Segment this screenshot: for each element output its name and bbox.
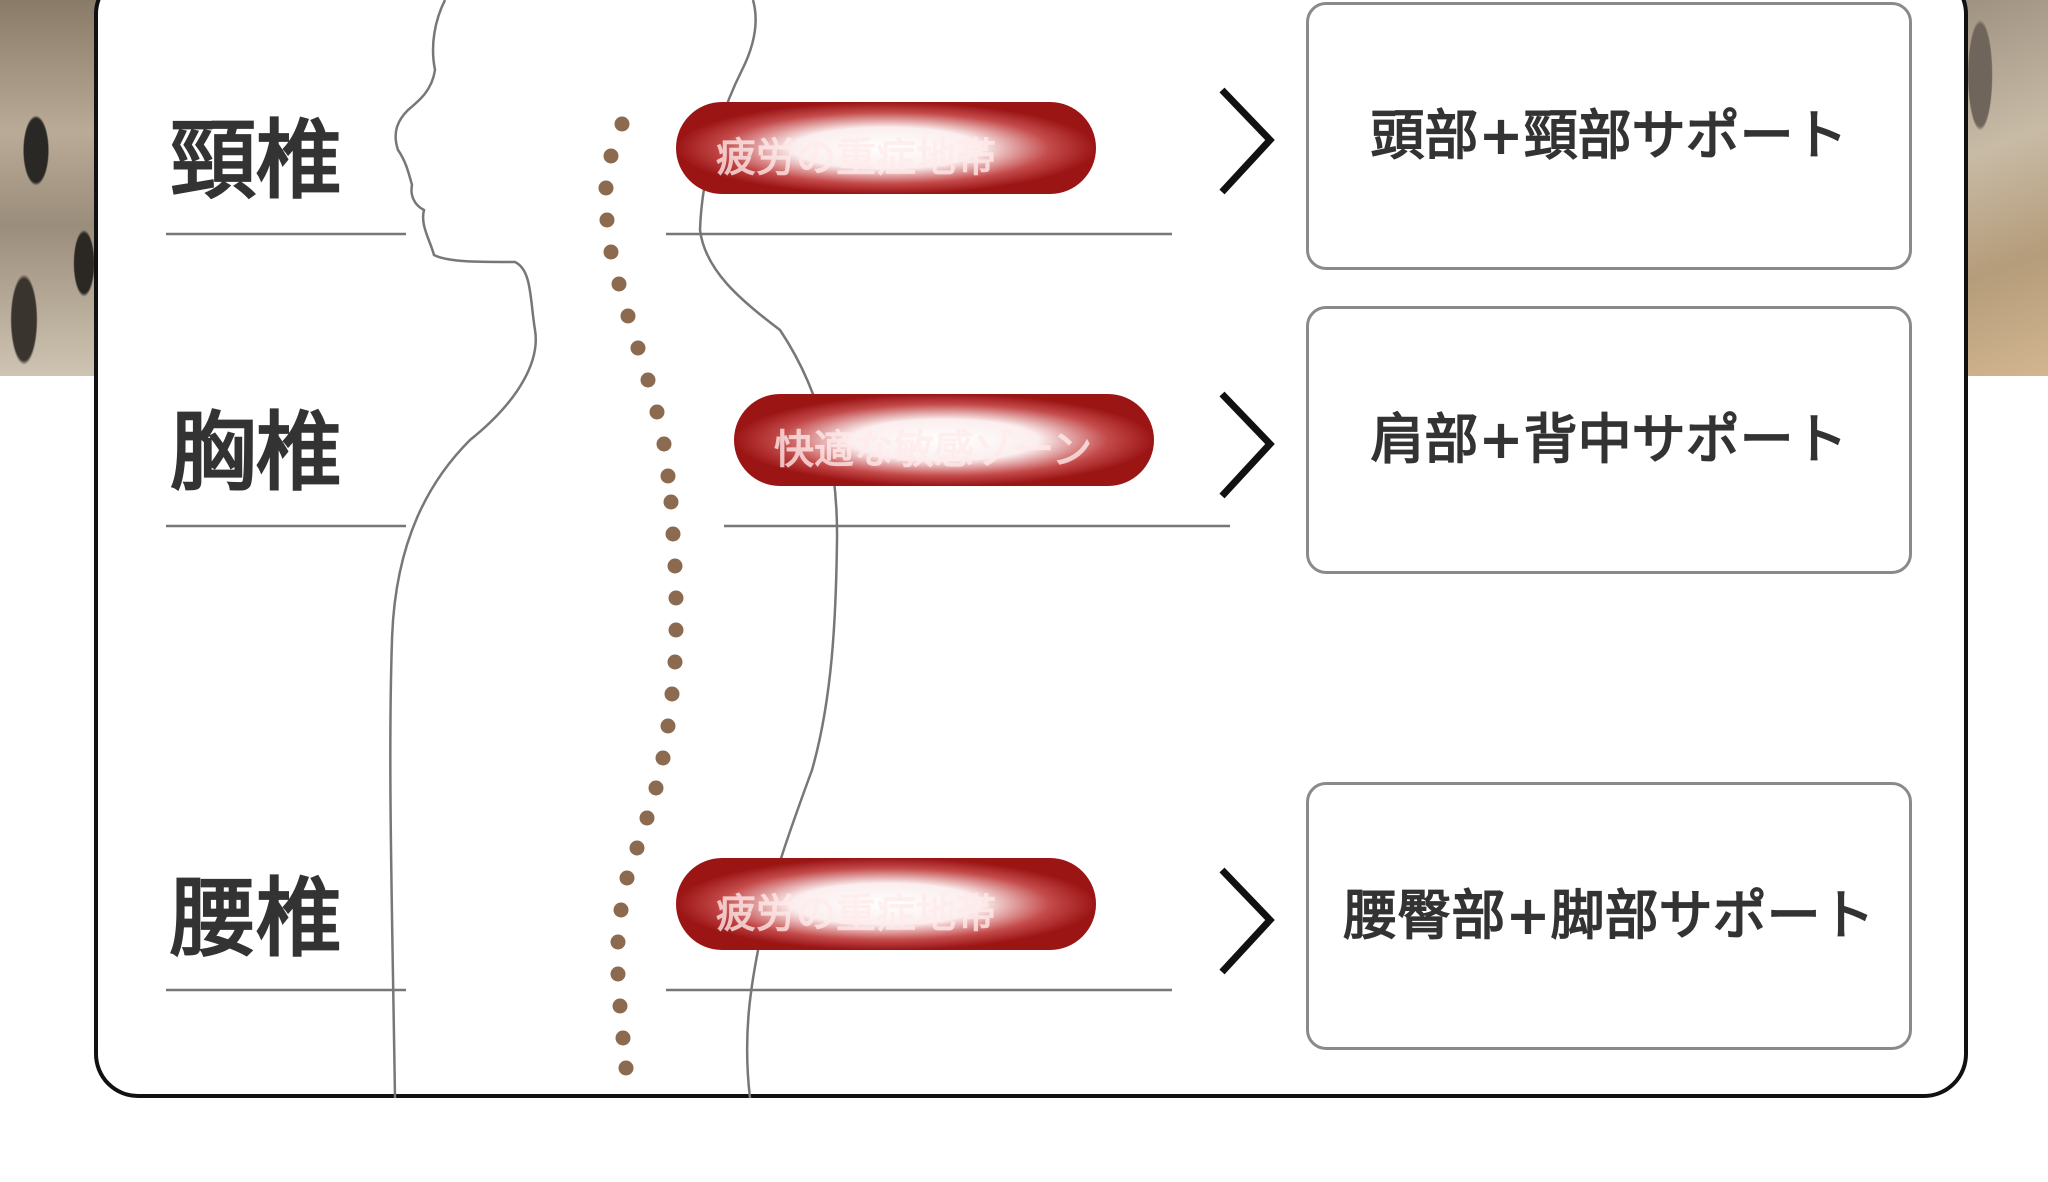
region-label-lumbar: 腰椎 [170,869,342,969]
support-text-lumbar: 腰臀部+脚部サポート [1343,884,1875,947]
support-box-lumbar: 腰臀部+脚部サポート [1306,782,1912,1050]
support-text-thoracic: 肩部+背中サポート [1370,408,1848,471]
region-label-cervical: 頸椎 [170,111,342,211]
chevron-right-icon [1219,867,1275,975]
support-box-cervical: 頭部+頸部サポート [1306,2,1912,270]
support-text-cervical: 頭部+頸部サポート [1370,104,1848,167]
zone-text-thoracic: 快適な敏感ゾーン [774,427,1092,473]
body-outline-back [389,0,537,1099]
zone-pill-lumbar [676,858,1096,950]
zone-text-lumbar: 疲労の重症地帯 [716,891,996,937]
spine-dots [598,116,684,1076]
region-label-thoracic: 胸椎 [170,403,342,503]
zone-text-cervical: 疲労の重症地帯 [716,135,996,181]
zone-pill-cervical [676,102,1096,194]
support-box-thoracic: 肩部+背中サポート [1306,306,1912,574]
chevron-right-icon [1219,87,1275,195]
chevron-right-icon [1219,391,1275,499]
zone-pill-thoracic [734,394,1154,486]
